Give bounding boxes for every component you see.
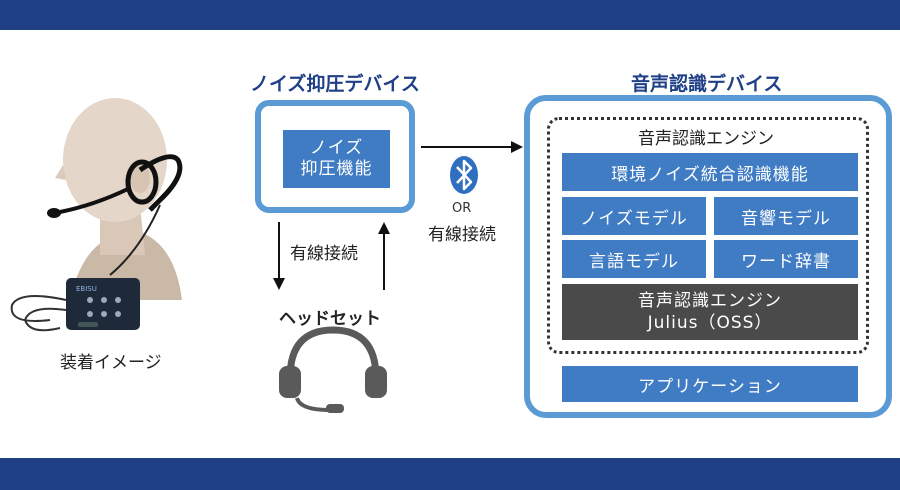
wired-connection-text: 有線接続 <box>428 225 496 245</box>
noise-model-box: ノイズモデル <box>562 197 706 235</box>
noise-suppression-function: ノイズ 抑圧機能 <box>283 130 390 188</box>
noise-function-line1: ノイズ <box>309 138 364 158</box>
headset-label: ヘッドセット <box>279 309 381 329</box>
bluetooth-icon <box>450 156 478 194</box>
connection-arrow <box>421 141 523 153</box>
word-dictionary-box: ワード辞書 <box>714 240 858 278</box>
voice-device-frame <box>524 95 892 418</box>
wired-label: 有線接続 <box>290 244 358 264</box>
noise-device-box-icon: EBISU <box>10 278 140 332</box>
acoustic-model-box: 音響モデル <box>714 197 858 235</box>
engine-title: 音声認識エンジン <box>638 129 774 149</box>
bottom-band <box>0 458 900 490</box>
top-band <box>0 0 900 30</box>
wired-arrows <box>273 222 390 290</box>
noise-function-line2: 抑圧機能 <box>300 159 373 179</box>
julius-engine-line2: Julius（OSS） <box>647 313 773 333</box>
julius-engine-line1: 音声認識エンジン <box>638 291 782 311</box>
voice-device-title: 音声認識デバイス <box>631 73 783 95</box>
language-model-box: 言語モデル <box>562 240 706 278</box>
mannequin-head-icon <box>55 98 182 300</box>
integrated-recognition-box: 環境ノイズ統合認識機能 <box>562 153 858 191</box>
engine-dotted-border <box>547 117 869 354</box>
headset-icon <box>279 326 387 413</box>
svg-text:EBISU: EBISU <box>76 285 97 293</box>
noise-device-title: ノイズ抑圧デバイス <box>250 73 420 95</box>
illustration-caption: 装着イメージ <box>60 353 162 373</box>
or-text: OR <box>452 201 472 216</box>
noise-device-frame <box>255 100 415 213</box>
headset-on-head-icon <box>47 154 183 276</box>
application-box: アプリケーション <box>562 366 858 402</box>
julius-engine-box: 音声認識エンジン Julius（OSS） <box>562 284 858 340</box>
